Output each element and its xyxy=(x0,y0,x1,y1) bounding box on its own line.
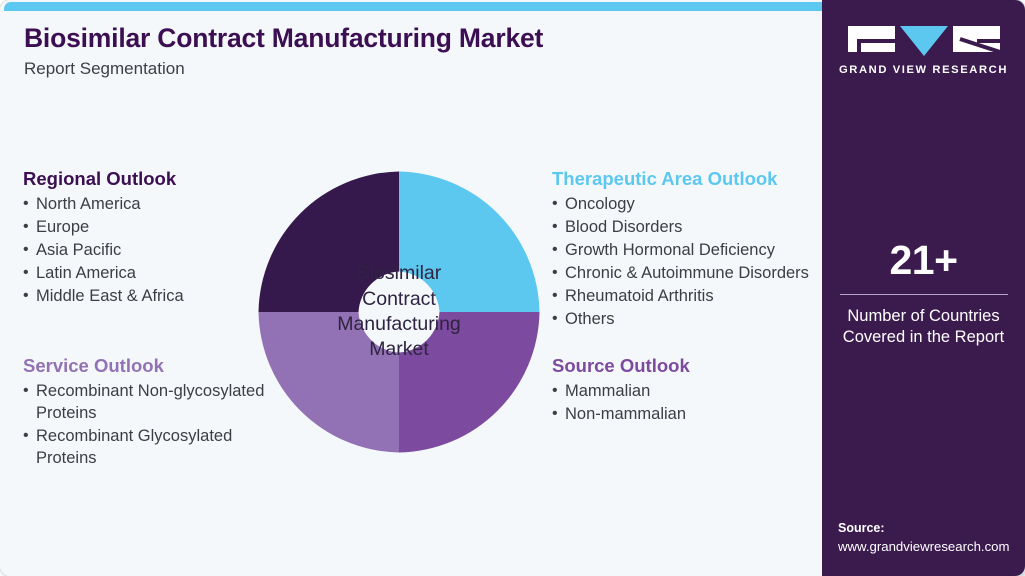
brand-logo: GRAND VIEW RESEARCH xyxy=(822,26,1025,76)
section-regional-outlook: Regional Outlook North America Europe As… xyxy=(23,168,288,309)
list-item: North America xyxy=(23,193,288,216)
stat-block: 21+ Number of Countries Covered in the R… xyxy=(822,240,1025,348)
list-regional-outlook: North America Europe Asia Pacific Latin … xyxy=(23,193,288,308)
list-item: Others xyxy=(552,308,822,331)
list-item: Chronic & Autoimmune Disorders xyxy=(552,262,822,285)
section-title-therapeutic: Therapeutic Area Outlook xyxy=(552,168,778,189)
source-url[interactable]: www.grandviewresearch.com xyxy=(838,538,1010,554)
list-item: Oncology xyxy=(552,193,822,216)
page-subtitle: Report Segmentation xyxy=(24,59,185,79)
section-title-regional: Regional Outlook xyxy=(23,168,177,189)
section-service-outlook: Service Outlook Recombinant Non-glycosyl… xyxy=(23,355,285,471)
list-source-outlook: Mammalian Non-mammalian xyxy=(552,380,817,426)
stat-number: 21+ xyxy=(889,237,958,283)
list-item: Asia Pacific xyxy=(23,239,288,262)
triangle-v-icon xyxy=(899,26,948,56)
section-source-outlook: Source Outlook Mammalian Non-mammalian xyxy=(552,355,817,427)
donut-segment-therapeutic xyxy=(399,171,540,312)
logo-marks xyxy=(822,26,1025,56)
letter-r-icon xyxy=(952,26,1000,52)
list-item: Latin America xyxy=(23,262,288,285)
main-panel: Biosimilar Contract Manufacturing Market… xyxy=(0,0,822,576)
page-title: Biosimilar Contract Manufacturing Market xyxy=(24,23,544,53)
donut-segment-regional xyxy=(258,171,399,312)
top-accent-bar xyxy=(4,2,822,11)
stat-divider xyxy=(839,294,1008,295)
list-item: Europe xyxy=(23,216,288,239)
header-block: Biosimilar Contract Manufacturing Market… xyxy=(24,23,802,80)
source-block: Source: www.grandviewresearch.com xyxy=(838,519,1019,556)
section-therapeutic-area-outlook: Therapeutic Area Outlook Oncology Blood … xyxy=(552,168,822,332)
list-item: Recombinant Glycosylated Proteins xyxy=(23,425,285,470)
donut-chart-svg xyxy=(258,171,540,453)
stat-caption-line: Number of Countries xyxy=(847,307,1000,325)
donut-chart: Biosimilar Contract Manufacturing Market xyxy=(253,166,545,458)
donut-segment-service xyxy=(258,312,399,453)
list-item: Growth Hormonal Deficiency xyxy=(552,239,822,262)
brand-wordmark: GRAND VIEW RESEARCH xyxy=(838,64,1008,76)
section-title-source: Source Outlook xyxy=(552,355,690,376)
stat-caption: Number of Countries Covered in the Repor… xyxy=(822,306,1025,348)
list-therapeutic-outlook: Oncology Blood Disorders Growth Hormonal… xyxy=(552,193,822,331)
list-item: Middle East & Africa xyxy=(23,285,288,308)
letter-g-icon xyxy=(847,26,895,52)
section-title-service: Service Outlook xyxy=(23,355,164,376)
list-item: Mammalian xyxy=(552,380,817,403)
list-item: Non-mammalian xyxy=(552,403,817,426)
donut-segment-source xyxy=(399,312,540,453)
list-service-outlook: Recombinant Non-glycosylated Proteins Re… xyxy=(23,380,285,470)
list-item: Recombinant Non-glycosylated Proteins xyxy=(23,380,285,425)
sidebar-panel: GRAND VIEW RESEARCH 21+ Number of Countr… xyxy=(822,0,1025,576)
source-label: Source: xyxy=(838,520,885,535)
stat-caption-line: Covered in the Report xyxy=(842,327,1005,346)
list-item: Blood Disorders xyxy=(552,216,822,239)
list-item: Rheumatoid Arthritis xyxy=(552,285,822,308)
